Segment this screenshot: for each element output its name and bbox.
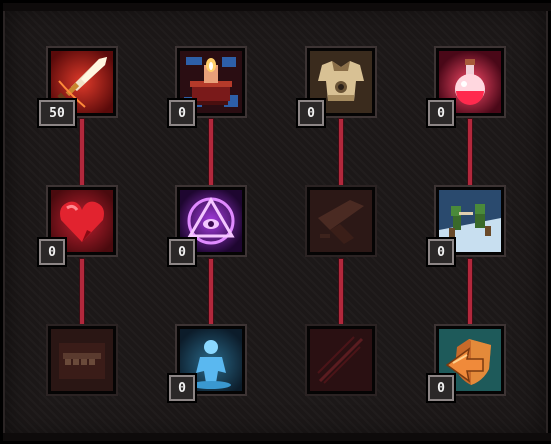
connector-col2-a [209,119,213,187]
potion-skill-node[interactable] [434,46,506,118]
companions-icon [439,190,501,252]
jaw-icon [51,329,113,391]
heart-skill-points-badge: 0 [37,237,67,267]
slash-skill-node[interactable] [305,324,377,396]
sword-skill-points-badge: 50 [37,98,77,128]
shield-skill-points-badge: 0 [426,373,456,403]
connector-col4-a [468,119,472,187]
companions-skill-node[interactable] [434,185,506,257]
slash-icon [310,329,372,391]
connector-col1-a [80,119,84,187]
companions-skill-points-badge: 0 [426,237,456,267]
connector-col4-b [468,259,472,326]
blade-skill-node[interactable] [305,185,377,257]
connector-col2-b [209,259,213,326]
jaw-skill-node[interactable] [46,324,118,396]
connector-col1-b [80,259,84,326]
eye-rune-skill-node[interactable] [175,185,247,257]
connector-col3-a [339,119,343,187]
altar-skill-points-badge: 0 [167,98,197,128]
panel-bottom-edge [3,433,551,441]
panel-top-edge [3,3,551,11]
eye-rune-skill-points-badge: 0 [167,237,197,267]
potion-skill-points-badge: 0 [426,98,456,128]
blade-icon [310,190,372,252]
spirit-skill-points-badge: 0 [167,373,197,403]
connector-col3-b [339,259,343,326]
armor-skill-points-badge: 0 [296,98,326,128]
